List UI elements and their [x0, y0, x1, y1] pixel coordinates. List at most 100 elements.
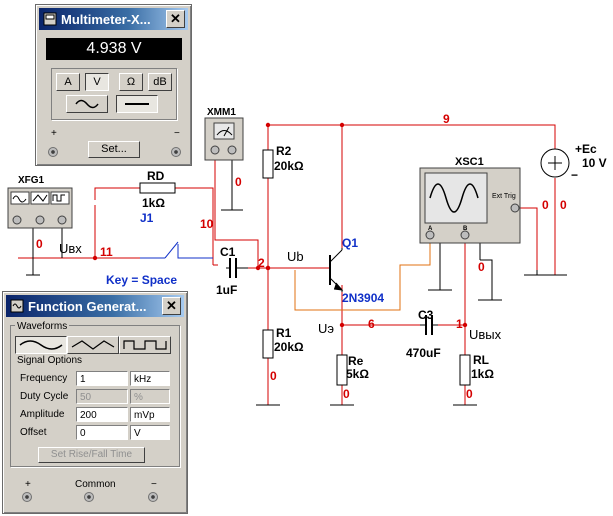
scope-ch-a-label: A — [428, 226, 433, 232]
waveforms-label: Waveforms — [15, 321, 70, 332]
node-label: 2 — [258, 256, 265, 270]
plus-terminal[interactable] — [48, 147, 58, 157]
ec-minus: − — [571, 168, 579, 182]
c3-label: C3 — [418, 308, 434, 322]
q1-label: Q1 — [342, 236, 359, 250]
mode-db-button[interactable]: dB — [148, 73, 172, 91]
multimeter-window: Multimeter-X... ✕ 4.938 V A V Ω dB Set..… — [35, 4, 192, 166]
xfg1-label: XFG1 — [18, 175, 45, 186]
function-generator-title: Function Generat... — [28, 299, 147, 314]
square-wave-button[interactable] — [119, 336, 171, 354]
rd-label: RD — [147, 169, 165, 183]
signal-options-label: Signal Options — [15, 355, 85, 366]
u-input-label: Uвх — [59, 241, 82, 256]
q1-part: 2N3904 — [342, 291, 385, 305]
ec-label: +Ec — [575, 142, 597, 156]
amplitude-label: Amplitude — [20, 409, 65, 420]
node-label: 11 — [100, 245, 113, 259]
set-rise-fall-button: Set Rise/Fall Time — [38, 447, 145, 463]
multimeter-app-icon — [43, 12, 57, 26]
offset-unit[interactable]: V — [130, 425, 170, 440]
function-generator-close-button[interactable]: ✕ — [162, 297, 181, 315]
re-value: 5kΩ — [346, 367, 369, 381]
node-label: 9 — [443, 112, 450, 126]
r1-label: R1 — [276, 326, 292, 340]
generator-settings-panel — [10, 325, 180, 467]
c1-label: C1 — [220, 245, 236, 259]
xmm1-box[interactable] — [204, 117, 244, 161]
mode-volts-button[interactable]: V — [85, 73, 109, 91]
multimeter-close-button[interactable]: ✕ — [166, 10, 185, 28]
plus-terminal-label: + — [51, 128, 57, 139]
capacitors — [226, 258, 438, 335]
rl-label: RL — [473, 353, 489, 367]
sine-wave-icon — [75, 99, 99, 109]
triangle-wave-button[interactable] — [67, 336, 119, 354]
r1-value: 20kΩ — [274, 340, 304, 354]
triangle-wave-icon — [71, 340, 115, 350]
circuit-wires — [18, 124, 556, 405]
probe-wire — [294, 237, 431, 311]
ec-value: 10 V — [582, 156, 607, 170]
re-label: Re — [348, 354, 364, 368]
rl-value: 1kΩ — [471, 367, 494, 381]
node-label: 6 — [368, 317, 375, 331]
transistor-q1 — [329, 248, 344, 292]
frequency-unit[interactable]: kHz — [130, 371, 170, 386]
xfg1-box[interactable] — [7, 187, 73, 229]
c3-value: 470uF — [406, 346, 441, 360]
function-generator-window: Function Generat... ✕ Waveforms Signal O… — [2, 291, 188, 514]
node-label: 0 — [36, 237, 43, 251]
sine-wave-button[interactable] — [15, 336, 67, 354]
node-label: 1 — [456, 317, 463, 331]
frequency-input[interactable]: 1 — [76, 371, 128, 386]
r2-label: R2 — [276, 144, 292, 158]
duty-cycle-input: 50 — [76, 389, 128, 404]
xsc1-box[interactable] — [419, 167, 521, 244]
node-label: 10 — [200, 217, 214, 231]
plus-terminal[interactable] — [22, 492, 32, 502]
offset-input[interactable]: 0 — [76, 425, 128, 440]
junction-dots — [92, 122, 468, 328]
node-label: 0 — [466, 387, 473, 401]
common-terminal-label: Common — [75, 479, 116, 490]
resistors — [139, 149, 471, 386]
minus-terminal[interactable] — [148, 492, 158, 502]
key-label: Key = Space — [106, 273, 178, 287]
offset-label: Offset — [20, 427, 47, 438]
u-output-label: Uвых — [469, 327, 502, 342]
dc-mode-button[interactable] — [116, 95, 158, 113]
node-label: 0 — [270, 369, 277, 383]
amplitude-input[interactable]: 200 — [76, 407, 128, 422]
ext-trig-label: Ext Trig — [492, 193, 516, 200]
duty-cycle-unit: % — [130, 389, 170, 404]
frequency-label: Frequency — [20, 373, 68, 384]
minus-terminal[interactable] — [171, 147, 181, 157]
mode-amps-button[interactable]: A — [56, 73, 80, 91]
multimeter-reading: 4.938 V — [46, 38, 182, 60]
dc-supply — [540, 148, 570, 178]
ac-mode-button[interactable] — [66, 95, 108, 113]
xmm1-label: XMM1 — [207, 107, 236, 118]
function-generator-app-icon — [10, 299, 24, 313]
function-generator-titlebar[interactable]: Function Generat... ✕ — [6, 295, 184, 317]
node-label: 0 — [235, 175, 242, 189]
square-wave-icon — [123, 340, 167, 350]
c1-value: 1uF — [216, 283, 238, 297]
minus-terminal-label: − — [151, 479, 157, 490]
multimeter-titlebar[interactable]: Multimeter-X... ✕ — [39, 8, 188, 30]
set-button[interactable]: Set... — [88, 141, 140, 158]
u-emitter-label: Uэ — [318, 321, 335, 336]
common-terminal[interactable] — [84, 492, 94, 502]
multimeter-controls-panel — [51, 68, 177, 120]
duty-cycle-label: Duty Cycle — [20, 391, 69, 402]
amplitude-unit[interactable]: mVp — [130, 407, 170, 422]
mode-ohms-button[interactable]: Ω — [119, 73, 143, 91]
scope-ch-b-label: B — [463, 226, 468, 232]
node-label: 0 — [560, 198, 567, 212]
minus-terminal-label: − — [174, 128, 180, 139]
r2-value: 20kΩ — [274, 159, 304, 173]
u-base-label: Ub — [287, 249, 304, 264]
node-label: 0 — [542, 198, 549, 212]
